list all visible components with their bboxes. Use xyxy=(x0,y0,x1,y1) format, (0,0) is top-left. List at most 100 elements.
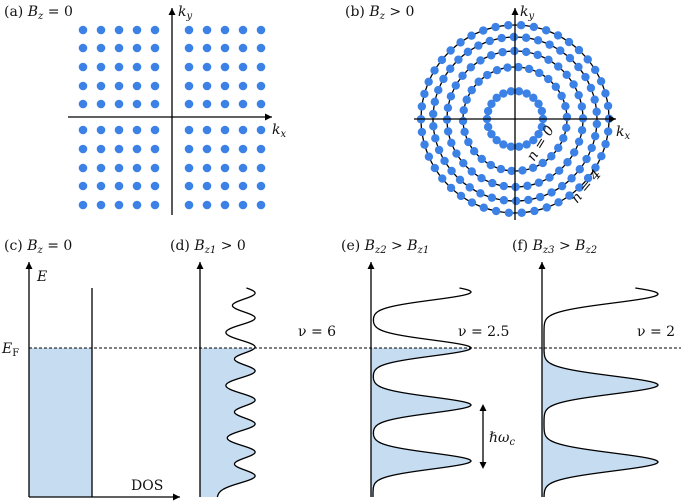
state-dot xyxy=(430,66,439,75)
lattice-dot xyxy=(132,200,142,210)
state-dot xyxy=(537,106,547,116)
panel-d-label: (d) Bz1 > 0 xyxy=(170,238,246,256)
filled-states xyxy=(29,348,92,497)
lattice-dot xyxy=(256,144,266,154)
state-dot xyxy=(523,181,532,191)
state-dot xyxy=(574,90,583,100)
state-dot xyxy=(511,196,521,206)
state-dot xyxy=(459,106,468,115)
state-dot xyxy=(524,195,533,205)
state-dot xyxy=(587,143,596,153)
state-dot xyxy=(474,77,483,86)
lattice-dot xyxy=(132,125,142,135)
state-dot xyxy=(447,166,456,176)
lattice-dot xyxy=(150,181,160,191)
lattice-dot xyxy=(238,181,248,191)
lattice-dot xyxy=(114,144,124,154)
state-dot xyxy=(533,50,542,60)
lattice-dot xyxy=(202,99,212,109)
state-dot xyxy=(569,80,578,89)
state-dot xyxy=(522,140,531,149)
lattice-dot xyxy=(114,62,124,72)
state-dot xyxy=(486,51,496,60)
state-dot xyxy=(434,85,443,95)
lattice-dot xyxy=(220,144,230,154)
lattice-dot xyxy=(132,181,142,191)
panel-f xyxy=(538,262,659,498)
lattice-dot xyxy=(150,81,160,91)
gap-arrow-down-icon xyxy=(479,462,487,469)
state-dot xyxy=(417,127,427,137)
lattice-dot xyxy=(150,99,160,109)
lattice-dot xyxy=(78,181,88,191)
lattice-dot xyxy=(78,99,88,109)
state-dot xyxy=(582,154,591,164)
state-dot xyxy=(565,53,575,63)
state-dot xyxy=(483,70,492,80)
state-dot xyxy=(460,127,469,137)
state-dot xyxy=(514,142,524,151)
state-dot xyxy=(503,63,512,72)
state-dot xyxy=(603,101,613,111)
lattice-dot xyxy=(220,62,230,72)
panel-c: E EF DOS xyxy=(1,262,180,501)
state-dot xyxy=(586,83,596,93)
occupied-states xyxy=(200,348,256,497)
lattice-dot xyxy=(220,81,230,91)
ky-label-b: ky xyxy=(520,4,534,22)
lattice-dot xyxy=(202,62,212,72)
lattice-dot xyxy=(220,99,230,109)
state-dot xyxy=(514,62,523,72)
lattice-dot xyxy=(238,125,248,135)
state-dot xyxy=(544,55,553,65)
lattice-dot xyxy=(238,163,248,173)
lattice-dot xyxy=(202,125,212,135)
state-dot xyxy=(439,74,448,84)
lattice-dot xyxy=(132,43,142,53)
lattice-dot xyxy=(184,200,194,210)
lattice-dot xyxy=(78,200,88,210)
occupied-states xyxy=(371,348,471,497)
state-dot xyxy=(474,41,483,50)
lattice-dot xyxy=(202,81,212,91)
state-dot xyxy=(506,87,516,96)
nu-label-f: ν = 2 xyxy=(637,324,675,340)
gap-arrow-up-icon xyxy=(479,404,487,411)
state-dot xyxy=(492,93,501,103)
lattice-dot xyxy=(220,163,230,173)
lattice-dot xyxy=(114,25,124,35)
state-dot xyxy=(542,26,551,35)
state-dot xyxy=(434,145,444,155)
state-dot xyxy=(518,166,527,175)
lattice-dot xyxy=(256,181,266,191)
state-dot xyxy=(562,123,571,132)
lattice-dot xyxy=(150,163,160,173)
state-dot xyxy=(522,89,531,98)
lattice-dot xyxy=(96,99,106,109)
state-dot xyxy=(596,77,606,86)
kx-label-b: kx xyxy=(616,124,630,142)
state-dot xyxy=(529,135,538,145)
state-dot xyxy=(499,89,508,98)
state-dot xyxy=(456,191,466,201)
state-dot xyxy=(583,173,593,183)
lattice-dot xyxy=(238,81,248,91)
panel-f-label: (f) Bz3 > Bz2 xyxy=(512,238,597,256)
lattice-dot xyxy=(202,25,212,35)
lattice-dot xyxy=(150,144,160,154)
lattice-dot xyxy=(78,62,88,72)
state-dot xyxy=(440,156,449,166)
lattice-dot xyxy=(202,163,212,173)
state-dot xyxy=(452,149,461,158)
state-dot xyxy=(524,64,534,74)
state-dot xyxy=(458,71,467,80)
state-dot xyxy=(462,95,471,104)
state-dot xyxy=(533,36,543,45)
state-dot xyxy=(577,126,587,135)
state-dot xyxy=(529,93,538,103)
state-dot xyxy=(557,181,567,191)
lattice-dot xyxy=(78,163,88,173)
kx-label: kx xyxy=(272,122,286,140)
state-dot xyxy=(446,92,456,101)
